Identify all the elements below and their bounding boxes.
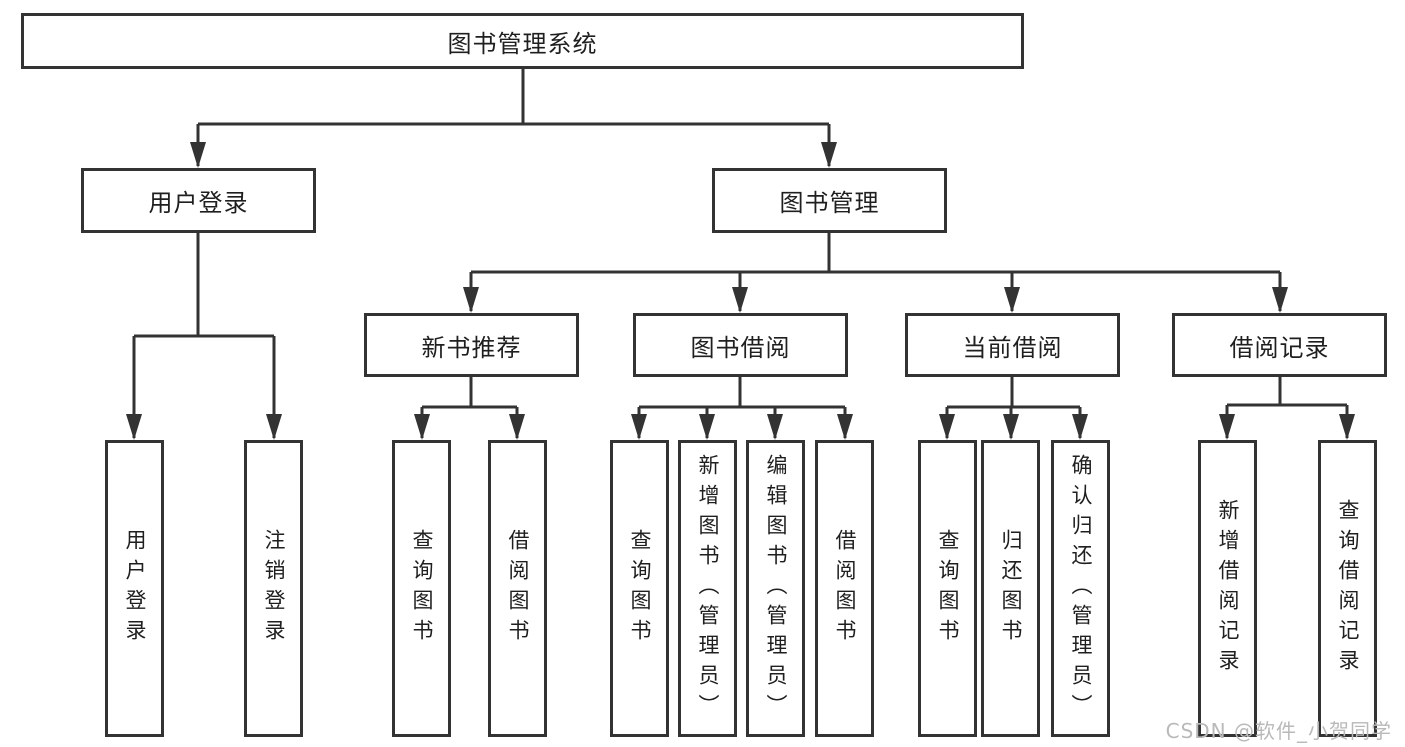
watermark: CSDN @软件_小贺同学 (1165, 719, 1392, 743)
leaf-query-books: 查询图书 (918, 440, 977, 737)
leaf-add-borrow-record: 新增借阅记录 (1198, 440, 1257, 737)
leaf-borrow-books: 借阅图书 (488, 440, 547, 737)
leaf-query-books: 查询图书 (610, 440, 669, 737)
leaf-return-books: 归还图书 (981, 440, 1040, 737)
leaf-borrow-books: 借阅图书 (815, 440, 874, 737)
leaf-query-books: 查询图书 (392, 440, 451, 737)
node-current-borrowing: 当前借阅 (905, 313, 1120, 377)
tree-edges (132, 69, 1349, 438)
leaf-query-borrow-record: 查询借阅记录 (1318, 440, 1377, 737)
leaf-edit-books-admin: 编辑图书（管理员） (746, 440, 805, 737)
arrow-down-icons (126, 142, 1355, 440)
node-user-login: 用户登录 (81, 168, 316, 233)
leaf-add-books-admin: 新增图书（管理员） (678, 440, 737, 737)
node-new-book-recommendation: 新书推荐 (364, 313, 579, 377)
node-book-management: 图书管理 (712, 168, 947, 233)
leaf-confirm-return-admin: 确认归还（管理员） (1051, 440, 1110, 737)
leaf-user-login: 用户登录 (105, 440, 164, 737)
node-book-borrowing: 图书借阅 (633, 313, 848, 377)
node-root: 图书管理系统 (21, 13, 1024, 69)
node-borrowing-records: 借阅记录 (1172, 313, 1387, 377)
leaf-logout-login: 注销登录 (244, 440, 303, 737)
